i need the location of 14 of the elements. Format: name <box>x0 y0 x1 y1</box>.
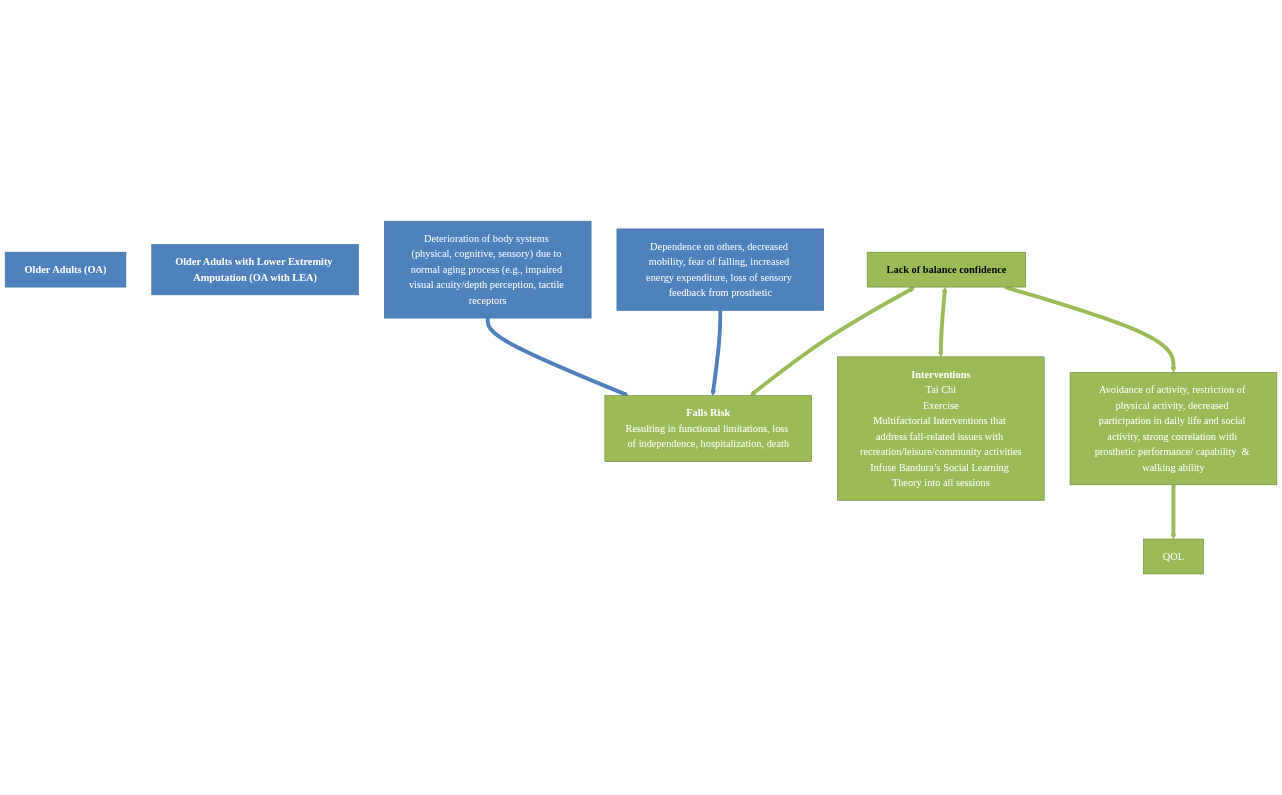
node-box: Dependence on others, decreased mobility, fear of falling, increased energy expenditure, loss of sensory feedback from prosthetic <box>616 228 824 311</box>
arrow <box>1170 484 1177 540</box>
arrow <box>750 286 916 396</box>
arrow <box>485 318 629 397</box>
arrow <box>710 310 723 396</box>
node-box: Falls Risk Resulting in functional limitations, loss of independence, hospitalization, death <box>604 395 812 462</box>
node-box: Older Adults with Lower Extremity Amputation (OA with LEA) <box>151 244 359 296</box>
node-box: Deterioration of body systems (physical, cognitive, sensory) due to normal aging process (e.g., impaired visual acuity/depth perception, tactile receptors <box>384 220 592 319</box>
node-box: QOL <box>1143 538 1204 575</box>
node-box: Avoidance of activity, restriction of physical activity, decreased participation in daily life and social activity, strong correlation with prosthetic performance/ capability & walking ability <box>1069 371 1278 486</box>
node-box: Lack of balance confidence <box>866 251 1027 288</box>
arrow <box>938 287 948 358</box>
node-box: Interventions Tai Chi Exercise Multifactorial Interventions that address fall-related issues with recreation/leisure/community activities Infuse Bandura’s Social Learning Theory into all sessions <box>837 356 1045 501</box>
node-box: Older Adults (OA) <box>4 251 127 288</box>
